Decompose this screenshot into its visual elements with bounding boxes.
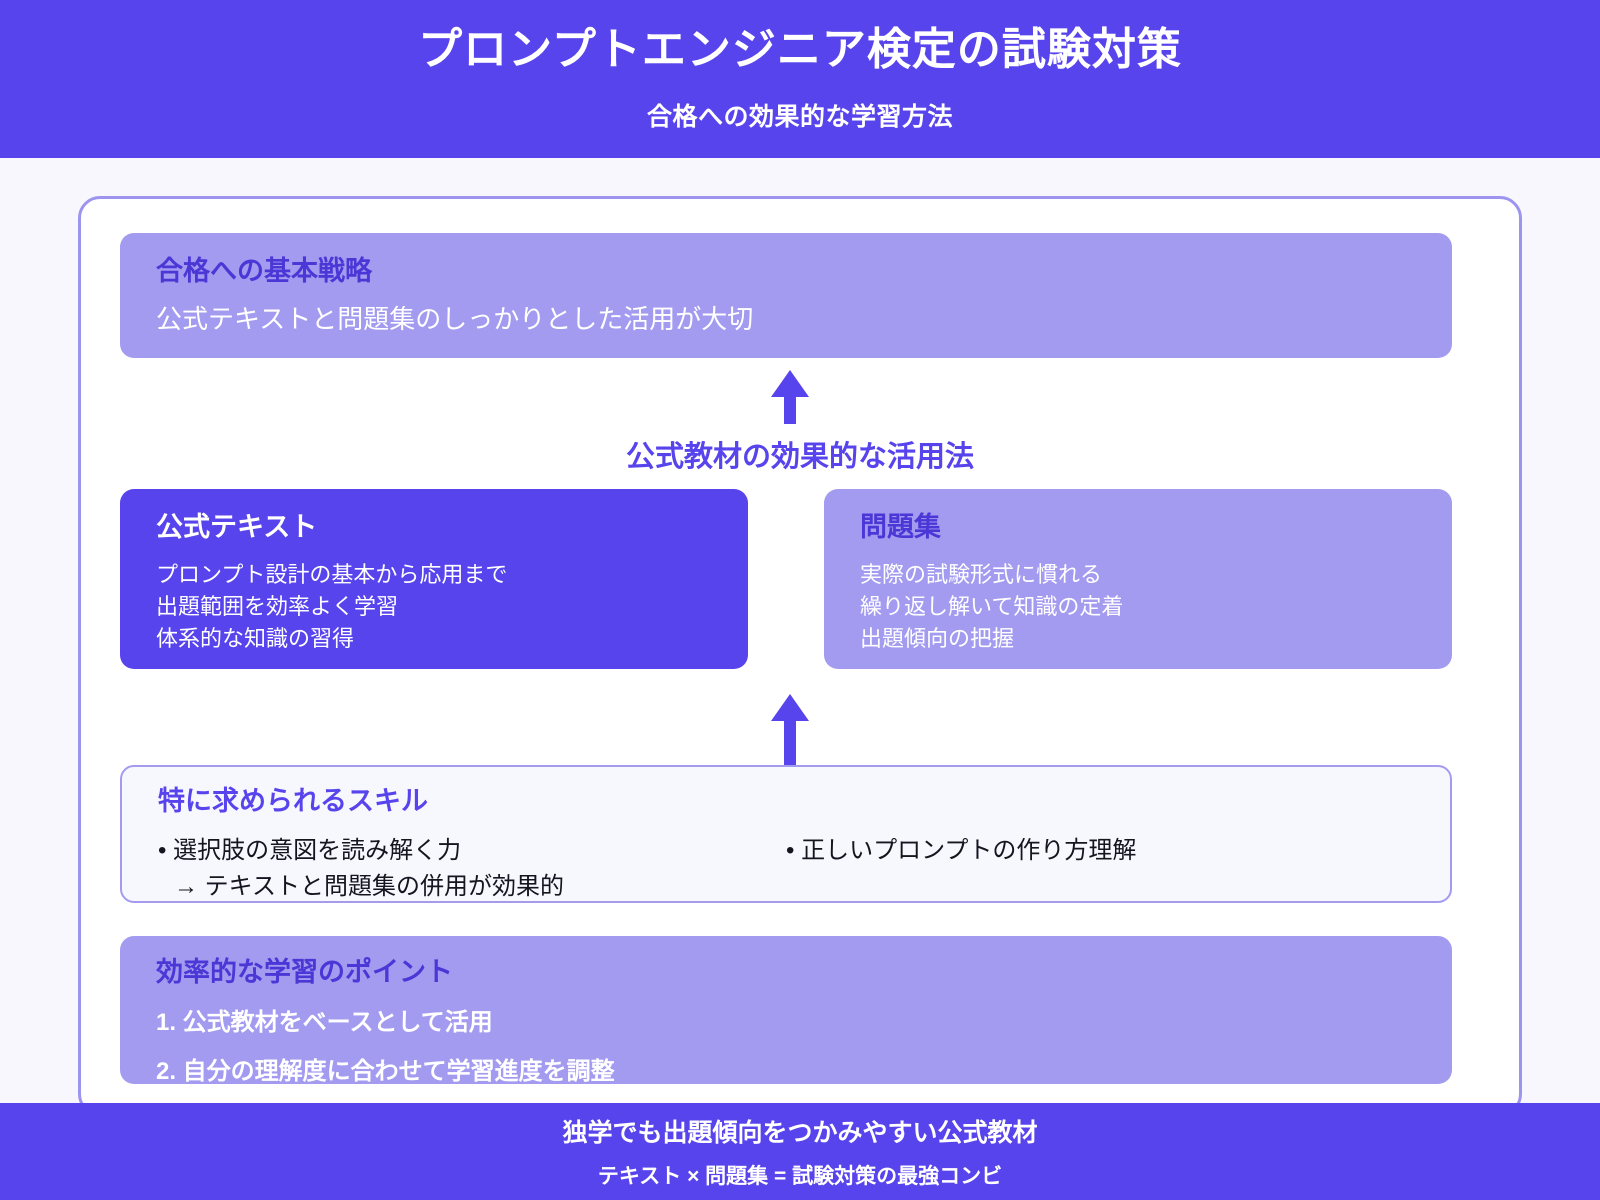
content-board-inner: 合格への基本戦略 公式テキストと問題集のしっかりとした活用が大切 公式教材の効果… <box>81 199 1519 1113</box>
page-title: プロンプトエンジニア検定の試験対策 <box>418 25 1182 75</box>
skill-sub-note: → テキストと問題集の併用が効果的 <box>174 873 564 901</box>
arrow-up-to-materials-icon <box>771 694 809 769</box>
card-basic-strategy-title: 合格への基本戦略 <box>156 256 372 286</box>
skills-column-left: • 選択肢の意図を読み解く力 → テキストと問題集の併用が効果的 <box>158 833 786 905</box>
card-study-points-title: 効率的な学習のポイント <box>156 957 453 987</box>
card-required-skills: 特に求められるスキル • 選択肢の意図を読み解く力 → テキストと問題集の併用が… <box>120 765 1452 903</box>
card-official-text-line: 出題範囲を効率よく学習 <box>156 594 399 620</box>
skill-list-item: • 正しいプロンプトの作り方理解 <box>786 837 1137 865</box>
skill-list-item: • 選択肢の意図を読み解く力 <box>158 837 462 865</box>
card-official-text-title: 公式テキスト <box>156 512 318 542</box>
skills-columns: • 選択肢の意図を読み解く力 → テキストと問題集の併用が効果的 • 正しいプロ… <box>158 833 1414 905</box>
arrow-stem-shape <box>784 721 796 769</box>
card-official-text-lines: プロンプト設計の基本から応用まで 出題範囲を効率よく学習 体系的な知識の習得 <box>156 559 712 655</box>
card-official-text-line: プロンプト設計の基本から応用まで <box>156 562 508 588</box>
arrow-head-shape <box>771 370 809 397</box>
page-footer: 独学でも出題傾向をつかみやすい公式教材 テキスト × 問題集 = 試験対策の最強… <box>0 1103 1600 1200</box>
card-official-text: 公式テキスト プロンプト設計の基本から応用まで 出題範囲を効率よく学習 体系的な… <box>120 489 748 669</box>
card-required-skills-title: 特に求められるスキル <box>158 786 428 816</box>
card-workbook-lines: 実際の試験形式に慣れる 繰り返し解いて知識の定着 出題傾向の把握 <box>860 559 1416 655</box>
card-study-points: 効率的な学習のポイント 1. 公式教材をベースとして活用 2. 自分の理解度に合… <box>120 936 1452 1086</box>
arrow-up-to-strategy-icon <box>771 370 809 424</box>
card-workbook-line: 繰り返し解いて知識の定着 <box>860 594 1124 620</box>
page-header: プロンプトエンジニア検定の試験対策 合格への効果的な学習方法 <box>0 0 1600 158</box>
arrow-head-shape <box>771 694 809 721</box>
card-basic-strategy-text: 公式テキストと問題集のしっかりとした活用が大切 <box>156 304 754 335</box>
study-point-item: 2. 自分の理解度に合わせて学習進度を調整 <box>156 1058 615 1086</box>
card-workbook-title: 問題集 <box>860 512 941 542</box>
page-subtitle: 合格への効果的な学習方法 <box>646 102 953 131</box>
card-basic-strategy: 合格への基本戦略 公式テキストと問題集のしっかりとした活用が大切 <box>120 233 1452 358</box>
footer-sub-text: テキスト × 問題集 = 試験対策の最強コンビ <box>597 1165 1003 1188</box>
footer-main-text: 独学でも出題傾向をつかみやすい公式教材 <box>562 1119 1038 1147</box>
card-workbook-line: 実際の試験形式に慣れる <box>860 562 1103 588</box>
content-board: 合格への基本戦略 公式テキストと問題集のしっかりとした活用が大切 公式教材の効果… <box>78 196 1522 1116</box>
card-workbook: 問題集 実際の試験形式に慣れる 繰り返し解いて知識の定着 出題傾向の把握 <box>824 489 1452 669</box>
card-workbook-line: 出題傾向の把握 <box>860 626 1015 652</box>
study-point-item: 1. 公式教材をベースとして活用 <box>156 1009 493 1037</box>
skills-column-right: • 正しいプロンプトの作り方理解 <box>786 833 1414 905</box>
card-official-text-line: 体系的な知識の習得 <box>156 626 355 652</box>
arrow-stem-shape <box>784 397 796 424</box>
connector-label-official-materials: 公式教材の効果的な活用法 <box>625 441 974 473</box>
